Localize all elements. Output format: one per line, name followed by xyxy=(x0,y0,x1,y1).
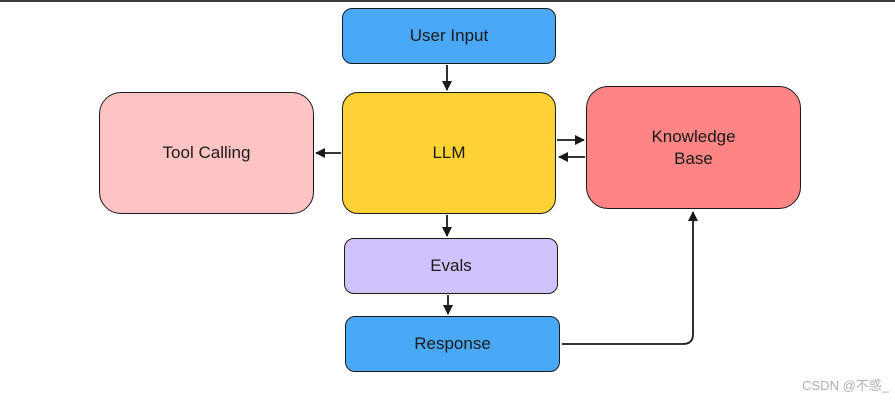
node-evals-label: Evals xyxy=(430,256,472,275)
node-llm-label: LLM xyxy=(432,143,466,162)
top-border-line xyxy=(0,0,895,2)
node-user-input[interactable]: User Input xyxy=(342,8,556,64)
node-user-input-label: User Input xyxy=(409,26,489,45)
node-tool-calling[interactable]: Tool Calling xyxy=(99,92,314,214)
node-response[interactable]: Response xyxy=(345,316,560,372)
node-knowledge-base-label: Knowledge Base xyxy=(651,126,736,168)
node-response-label: Response xyxy=(414,334,491,353)
node-knowledge-base[interactable]: Knowledge Base xyxy=(586,86,801,209)
node-llm[interactable]: LLM xyxy=(342,92,556,214)
node-tool-calling-label: Tool Calling xyxy=(162,143,251,162)
watermark: CSDN @不惑_ xyxy=(802,378,889,393)
node-evals[interactable]: Evals xyxy=(344,238,558,294)
edge-response-to-knowledge-base xyxy=(562,211,698,345)
